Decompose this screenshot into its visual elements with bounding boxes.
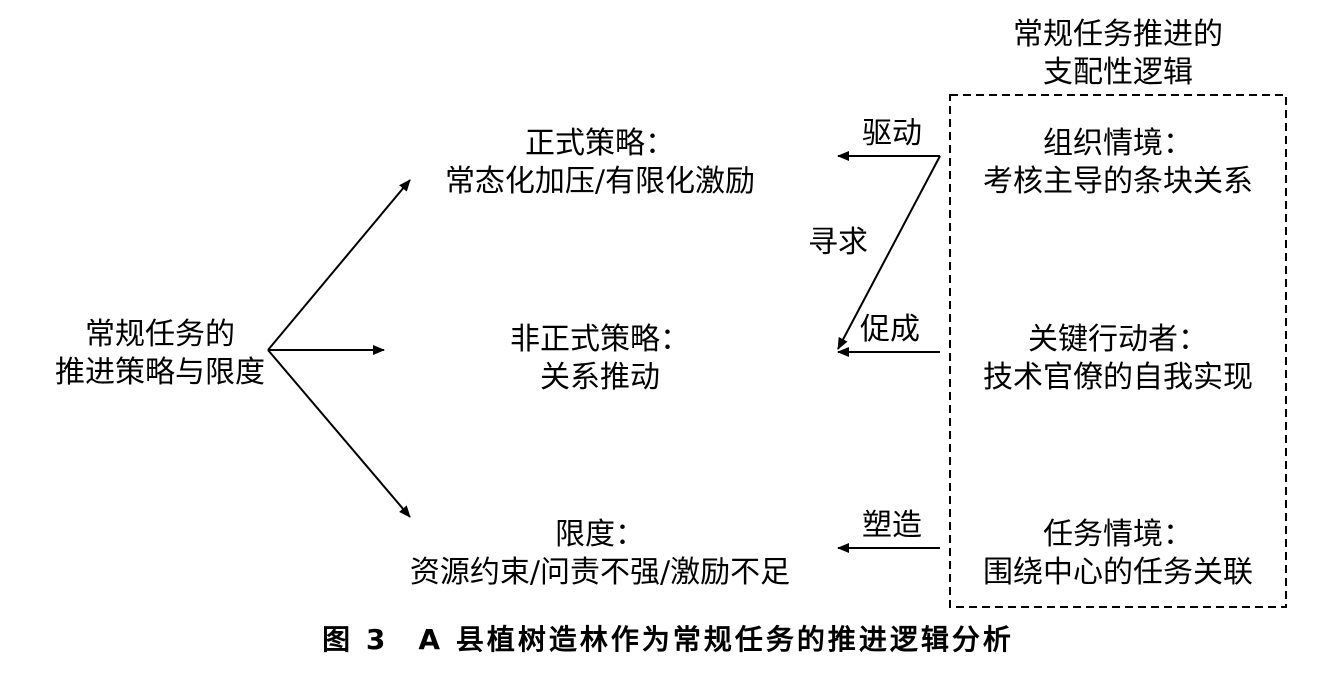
relation-drive-label: 驱动 [862, 116, 922, 151]
informal-strategy-detail: 关系推动 [540, 360, 660, 395]
limits-node: 限度： 资源约束/问责不强/激励不足 [390, 516, 810, 592]
informal-strategy-node: 非正式策略： 关系推动 [430, 321, 770, 397]
figure-number: 图 3 [322, 623, 389, 656]
relation-shape-label: 塑造 [862, 508, 922, 543]
logic-item-task-detail: 围绕中心的任务关联 [983, 555, 1253, 590]
root-node-line1: 常规任务的 [85, 317, 235, 352]
figure-caption-text: A 县植树造林作为常规任务的推进逻辑分析 [418, 623, 1014, 656]
relation-seek-label: 寻求 [808, 225, 868, 260]
root-node-line2: 推进策略与限度 [55, 355, 265, 390]
logic-item-actor: 关键行动者： 技术官僚的自我实现 [950, 321, 1286, 397]
root-node: 常规任务的 推进策略与限度 [40, 316, 280, 392]
arrow-root-to-formal [267, 179, 411, 351]
limits-detail: 资源约束/问责不强/激励不足 [409, 555, 791, 590]
logic-box-title-line2: 支配性逻辑 [1043, 55, 1193, 90]
logic-item-organization-detail: 考核主导的条块关系 [983, 164, 1253, 199]
logic-box-border [949, 94, 1287, 608]
logic-item-task: 任务情境： 围绕中心的任务关联 [950, 516, 1286, 592]
informal-strategy-title: 非正式策略： [510, 322, 690, 357]
logic-box-title-line1: 常规任务推进的 [1013, 17, 1223, 52]
figure-caption: 图 3 A 县植树造林作为常规任务的推进逻辑分析 [0, 622, 1336, 658]
limits-title: 限度： [555, 517, 645, 552]
formal-strategy-title: 正式策略： [525, 126, 675, 161]
logic-item-task-title: 任务情境： [1043, 517, 1193, 552]
logic-item-actor-title: 关键行动者： [1028, 322, 1208, 357]
logic-item-organization-title: 组织情境： [1043, 126, 1193, 161]
logic-item-organization: 组织情境： 考核主导的条块关系 [950, 125, 1286, 201]
arrow-seek [837, 155, 941, 350]
formal-strategy-detail: 常态化加压/有限化激励 [444, 164, 756, 199]
logic-item-actor-detail: 技术官僚的自我实现 [983, 360, 1253, 395]
relation-promote-label: 促成 [860, 312, 920, 347]
logic-box-title: 常规任务推进的 支配性逻辑 [950, 16, 1286, 92]
arrow-root-to-limits [267, 349, 411, 518]
formal-strategy-node: 正式策略： 常态化加压/有限化激励 [430, 125, 770, 201]
